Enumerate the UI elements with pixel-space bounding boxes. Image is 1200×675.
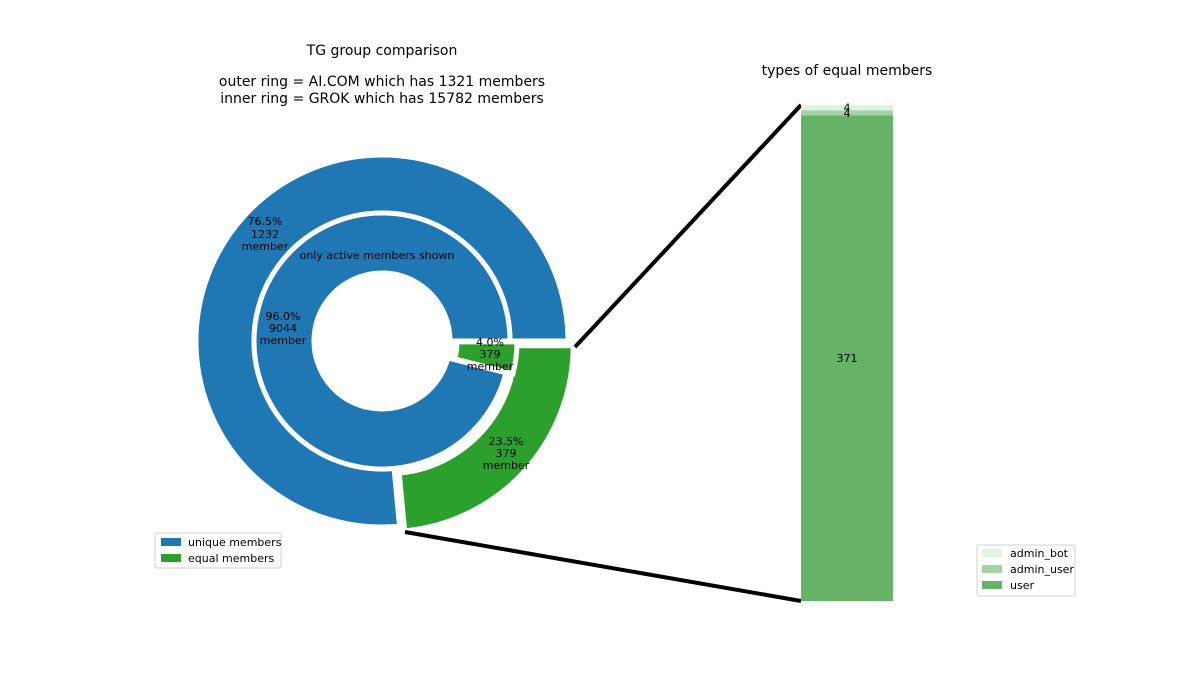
inner-equal-unit: member: [467, 360, 514, 373]
connector-line-bottom: [404, 530, 802, 603]
pie-title: TG group comparison outer ring = AI.COM …: [219, 43, 545, 107]
inner-equal-count: 379: [480, 348, 501, 361]
bar-label-admin-bot: 4: [844, 102, 851, 115]
bar-label-admin-user: 4: [844, 107, 851, 120]
inner-unique-count: 9044: [269, 322, 297, 335]
inner-slice-equal: [451, 339, 520, 377]
outer-slice-label-unique: 76.5% 1232 member: [242, 215, 289, 253]
bar-legend: admin_bot admin_user user: [976, 544, 1076, 597]
inner-ring: [251, 210, 520, 472]
outer-unique-percent: 76.5%: [248, 215, 283, 228]
legend-swatch-equal: [161, 554, 181, 562]
bar-segment-admin-bot: [801, 105, 893, 111]
inner-unique-unit: member: [260, 334, 307, 347]
inner-slice-label-unique: 96.0% 9044 member: [260, 310, 307, 347]
center-note: only active members shown: [300, 249, 455, 262]
pie-title-line-3: outer ring = AI.COM which has 1321 membe…: [219, 74, 545, 90]
outer-equal-percent: 23.5%: [489, 435, 524, 448]
pie-legend-frame: [154, 532, 282, 569]
inner-slice-unique: [251, 210, 513, 472]
bar-title: types of equal members: [762, 63, 933, 79]
legend-swatch-user: [982, 581, 1002, 589]
bar-segment-admin-user: [801, 110, 893, 116]
inner-slice-label-equal: 4.0% 379 member: [467, 336, 514, 373]
outer-equal-unit: member: [483, 459, 530, 472]
legend-label-unique: unique members: [188, 536, 282, 549]
legend-swatch-unique: [161, 538, 181, 546]
outer-equal-count: 379: [496, 447, 517, 460]
bar-label-user: 371: [837, 352, 858, 365]
inner-unique-percent: 96.0%: [266, 310, 301, 323]
outer-slice-label-equal: 23.5% 379 member: [483, 435, 530, 472]
legend-swatch-admin-bot: [982, 549, 1002, 557]
legend-label-user: user: [1010, 579, 1034, 592]
outer-unique-count: 1232: [251, 228, 279, 241]
connector-line-top: [573, 103, 803, 349]
pie-legend: unique members equal members: [154, 532, 282, 569]
pie-title-line-4: inner ring = GROK which has 15782 member…: [220, 91, 544, 107]
legend-label-admin-bot: admin_bot: [1010, 547, 1069, 560]
legend-label-equal: equal members: [188, 552, 274, 565]
outer-slice-equal: [396, 343, 576, 534]
inner-equal-percent: 4.0%: [476, 336, 504, 349]
legend-label-admin-user: admin_user: [1010, 563, 1074, 576]
legend-swatch-admin-user: [982, 565, 1002, 573]
stacked-bar-labels: 371 44: [837, 102, 858, 366]
bar-segment-user: [801, 115, 893, 601]
stacked-bar: [801, 105, 893, 601]
pie-title-line-1: TG group comparison: [306, 43, 458, 59]
outer-unique-unit: member: [242, 240, 289, 253]
